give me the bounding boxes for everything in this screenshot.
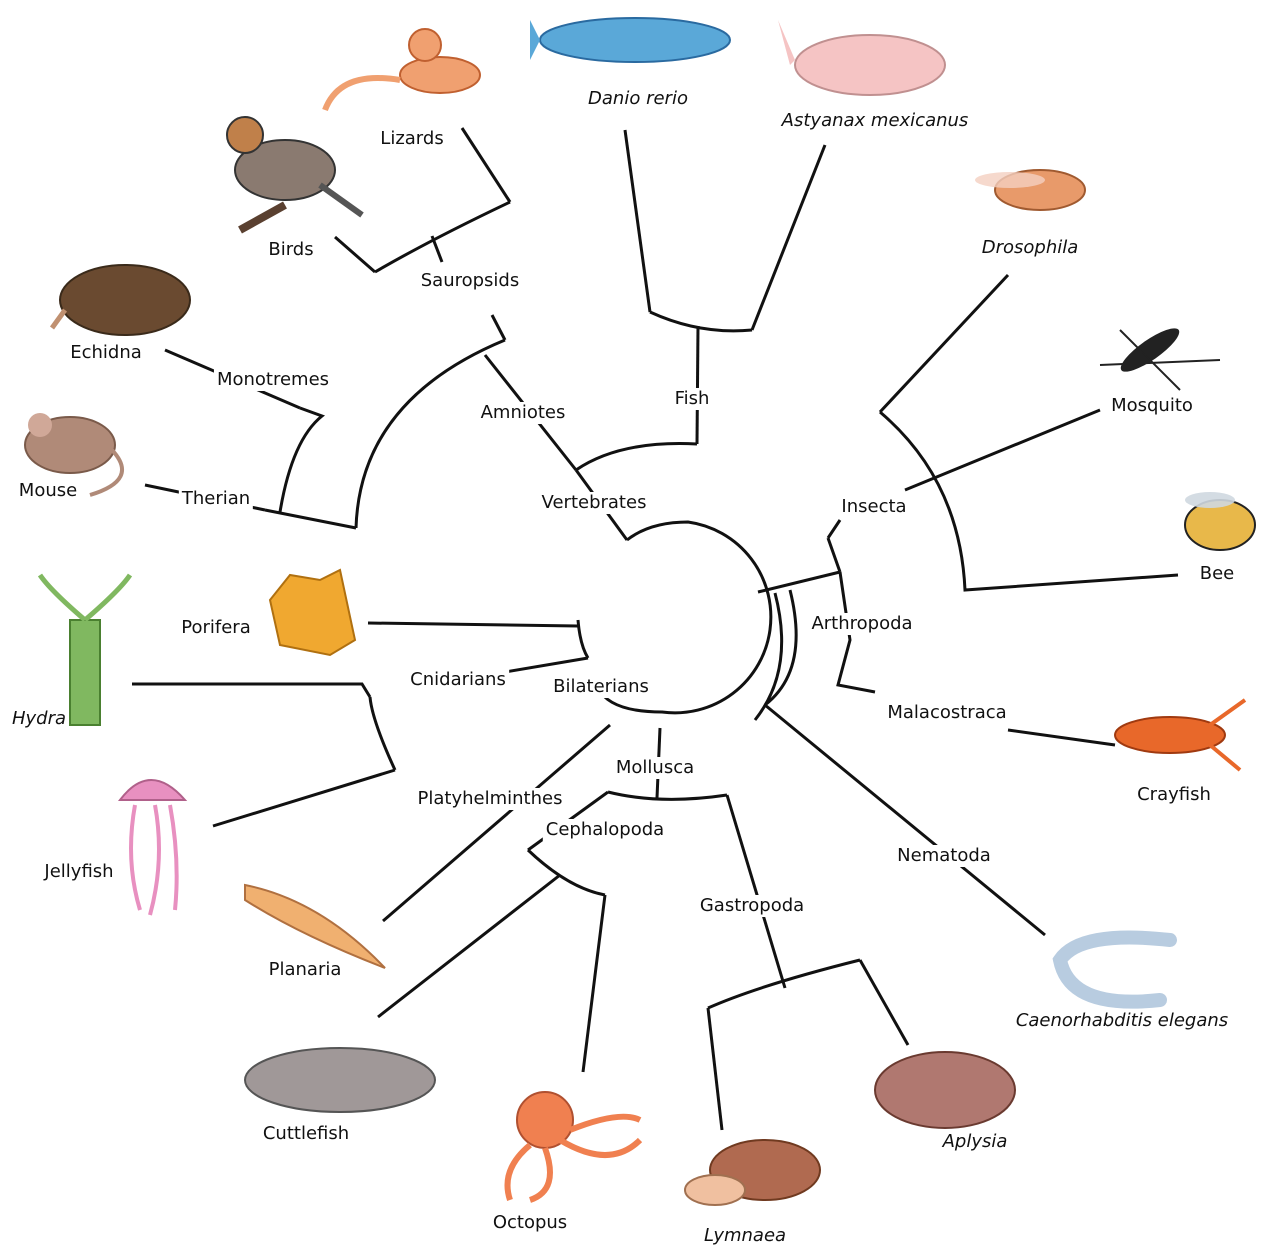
clade-insecta: Insecta: [838, 496, 909, 518]
organism-mouse: Mouse: [16, 480, 80, 502]
clade-sauropsids: Sauropsids: [418, 270, 523, 292]
clade-arthropoda: Arthropoda: [808, 613, 915, 635]
clade-vertebrates: Vertebrates: [539, 492, 650, 514]
organism-mosquito: Mosquito: [1108, 395, 1196, 417]
organism-echidna: Echidna: [67, 342, 145, 364]
organism-lymnaea: Lymnaea: [701, 1225, 789, 1247]
clade-porifera: Porifera: [178, 617, 253, 639]
clade-monotremes: Monotremes: [214, 369, 332, 391]
organism-crayfish: Crayfish: [1134, 784, 1214, 806]
organism-danio-rerio: Danio rerio: [585, 88, 691, 110]
clade-bilaterians: Bilaterians: [550, 676, 652, 698]
clade-amniotes: Amniotes: [478, 402, 569, 424]
organism-hydra: Hydra: [9, 708, 69, 730]
clade-platyhelminthes: Platyhelminthes: [415, 788, 566, 810]
clade-therian: Therian: [179, 488, 253, 510]
clade-gastropoda: Gastropoda: [697, 895, 807, 917]
organism-jellyfish: Jellyfish: [41, 861, 116, 883]
organism-lizards: Lizards: [377, 128, 446, 150]
organism-aplysia: Aplysia: [940, 1131, 1011, 1153]
organism-c-elegans: Caenorhabditis elegans: [1013, 1010, 1231, 1032]
organism-planaria: Planaria: [266, 959, 345, 981]
clade-cephalopoda: Cephalopoda: [543, 819, 667, 841]
clade-nematoda: Nematoda: [894, 845, 994, 867]
clade-fish: Fish: [672, 388, 713, 410]
clade-malacostraca: Malacostraca: [884, 702, 1009, 724]
clade-mollusca: Mollusca: [613, 757, 697, 779]
organism-octopus: Octopus: [490, 1212, 570, 1234]
organism-bee: Bee: [1197, 563, 1238, 585]
organism-birds: Birds: [265, 239, 316, 261]
organism-astyanax-mexicanus: Astyanax mexicanus: [779, 110, 972, 132]
organism-drosophila: Drosophila: [979, 237, 1082, 259]
organism-cuttlefish: Cuttlefish: [260, 1123, 352, 1145]
clade-cnidarians: Cnidarians: [407, 669, 509, 691]
